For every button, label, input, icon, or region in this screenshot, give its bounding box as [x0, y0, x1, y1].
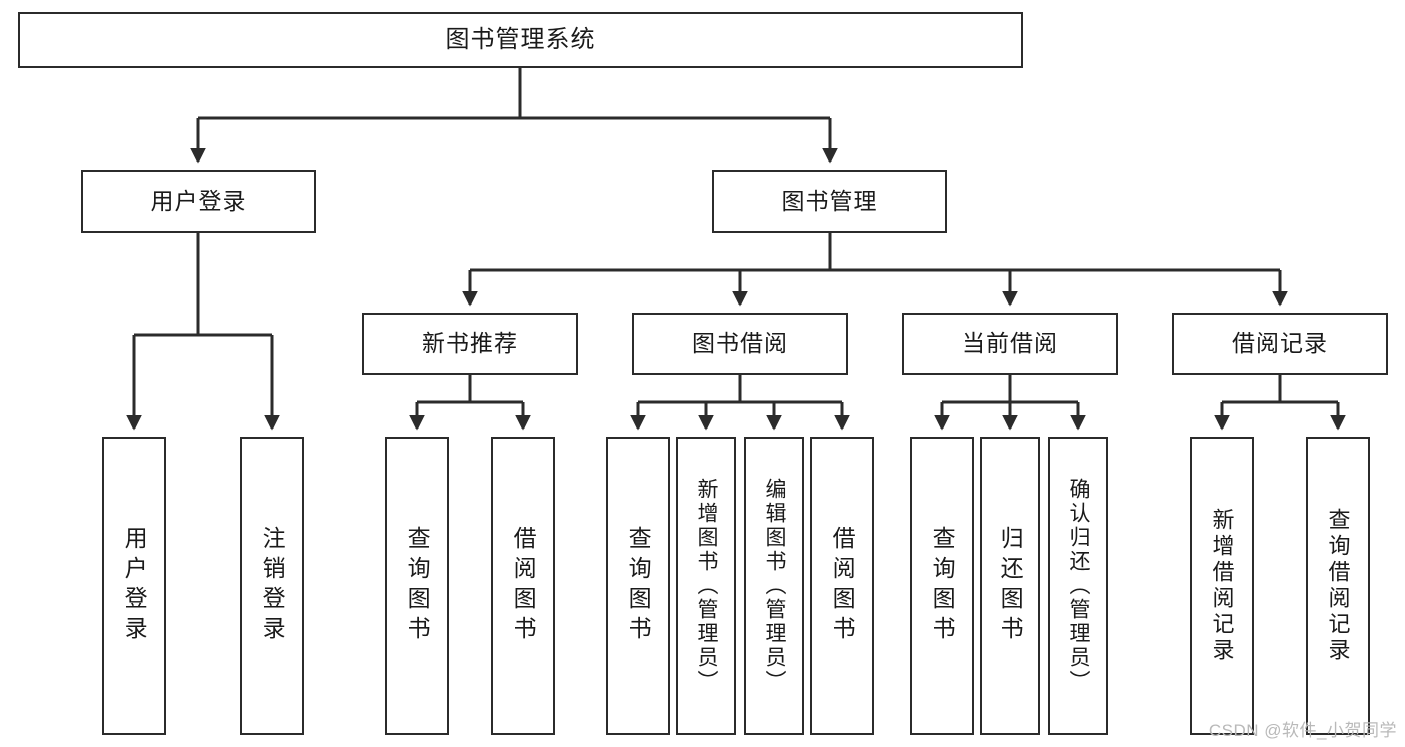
node-leaf-query-record[interactable]: 查询借阅记录 [1306, 437, 1370, 735]
node-leaf-add-record-label: 新增借阅记录 [1209, 508, 1235, 664]
node-leaf-borrow-book-2[interactable]: 借阅图书 [810, 437, 874, 735]
node-borrow-record[interactable]: 借阅记录 [1172, 313, 1388, 375]
node-leaf-query-book-2[interactable]: 查询图书 [606, 437, 670, 735]
node-leaf-borrow-book-1[interactable]: 借阅图书 [491, 437, 555, 735]
node-leaf-edit-book[interactable]: 编辑图书（管理员） [744, 437, 804, 735]
node-book-borrow-label: 图书借阅 [692, 330, 788, 357]
node-borrow-record-label: 借阅记录 [1232, 330, 1328, 357]
node-new-book-rec-label: 新书推荐 [422, 330, 518, 357]
csdn-watermark: CSDN @软件_小贺同学 [1208, 721, 1397, 740]
node-leaf-query-book-1-label: 查询图书 [404, 526, 431, 646]
node-leaf-return-book-label: 归还图书 [997, 526, 1024, 646]
node-leaf-logout[interactable]: 注销登录 [240, 437, 304, 735]
node-new-book-rec[interactable]: 新书推荐 [362, 313, 578, 375]
node-book-manage[interactable]: 图书管理 [712, 170, 947, 233]
node-leaf-user-login[interactable]: 用户登录 [102, 437, 166, 735]
node-user-login-label: 用户登录 [150, 187, 247, 214]
node-book-borrow[interactable]: 图书借阅 [632, 313, 848, 375]
node-leaf-return-book[interactable]: 归还图书 [980, 437, 1040, 735]
node-leaf-add-book-label: 新增图书（管理员） [695, 478, 719, 694]
node-root-label: 图书管理系统 [445, 25, 596, 53]
node-book-manage-label: 图书管理 [781, 187, 878, 214]
node-leaf-borrow-book-2-label: 借阅图书 [829, 526, 856, 646]
node-current-borrow[interactable]: 当前借阅 [902, 313, 1118, 375]
node-leaf-query-book-2-label: 查询图书 [625, 526, 652, 646]
node-leaf-logout-label: 注销登录 [259, 526, 286, 646]
node-leaf-confirm-return[interactable]: 确认归还（管理员） [1048, 437, 1108, 735]
node-current-borrow-label: 当前借阅 [962, 330, 1058, 357]
node-leaf-borrow-book-1-label: 借阅图书 [510, 526, 537, 646]
node-leaf-user-login-label: 用户登录 [121, 526, 148, 646]
node-leaf-query-book-3[interactable]: 查询图书 [910, 437, 974, 735]
node-leaf-confirm-return-label: 确认归还（管理员） [1067, 478, 1091, 694]
node-root[interactable]: 图书管理系统 [18, 12, 1023, 68]
node-leaf-add-book[interactable]: 新增图书（管理员） [676, 437, 736, 735]
node-leaf-add-record[interactable]: 新增借阅记录 [1190, 437, 1254, 735]
node-leaf-query-book-1[interactable]: 查询图书 [385, 437, 449, 735]
node-leaf-edit-book-label: 编辑图书（管理员） [763, 478, 787, 694]
node-leaf-query-record-label: 查询借阅记录 [1325, 508, 1351, 664]
node-leaf-query-book-3-label: 查询图书 [929, 526, 956, 646]
node-user-login[interactable]: 用户登录 [81, 170, 316, 233]
